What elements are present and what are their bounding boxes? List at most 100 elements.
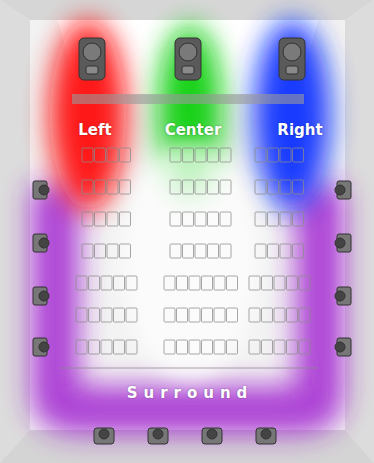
rear-speaker xyxy=(256,428,276,444)
surround-label: Surround xyxy=(127,384,254,402)
seat xyxy=(126,276,137,290)
seat xyxy=(189,276,200,290)
seat xyxy=(101,308,112,322)
seat xyxy=(95,244,106,258)
rear-speaker xyxy=(202,428,222,444)
seat xyxy=(274,308,285,322)
side-speaker xyxy=(335,287,351,305)
seat xyxy=(170,148,181,162)
seat xyxy=(95,212,106,226)
seat xyxy=(255,212,266,226)
seat xyxy=(293,212,304,226)
seat xyxy=(255,180,266,194)
seat xyxy=(76,276,87,290)
seat xyxy=(227,276,238,290)
seat xyxy=(170,180,181,194)
seat xyxy=(274,340,285,354)
seat xyxy=(220,148,231,162)
seat xyxy=(89,308,100,322)
seat xyxy=(262,276,273,290)
seat xyxy=(195,180,206,194)
seat xyxy=(177,308,188,322)
seat xyxy=(82,212,93,226)
seat xyxy=(268,148,279,162)
seat xyxy=(255,244,266,258)
seat xyxy=(287,308,298,322)
seat xyxy=(120,148,131,162)
seat xyxy=(299,276,310,290)
seat xyxy=(177,340,188,354)
seat xyxy=(202,276,213,290)
seat xyxy=(202,340,213,354)
seat xyxy=(268,212,279,226)
seat xyxy=(164,276,175,290)
seat xyxy=(249,308,260,322)
seat xyxy=(107,212,118,226)
seat xyxy=(208,180,219,194)
seat xyxy=(82,180,93,194)
seat xyxy=(107,180,118,194)
seat xyxy=(114,308,125,322)
seat xyxy=(183,244,194,258)
seat xyxy=(120,212,131,226)
seat xyxy=(126,308,137,322)
seat xyxy=(249,340,260,354)
seat xyxy=(214,276,225,290)
seat xyxy=(164,340,175,354)
seat xyxy=(220,180,231,194)
seat xyxy=(101,340,112,354)
seat xyxy=(268,180,279,194)
seat xyxy=(195,244,206,258)
seat xyxy=(274,276,285,290)
seat xyxy=(208,212,219,226)
seat xyxy=(293,180,304,194)
seat xyxy=(195,148,206,162)
seat xyxy=(202,308,213,322)
seat xyxy=(89,340,100,354)
side-speaker xyxy=(33,338,49,356)
seat xyxy=(89,276,100,290)
seat xyxy=(164,308,175,322)
seat xyxy=(287,276,298,290)
seat xyxy=(120,244,131,258)
seat xyxy=(170,244,181,258)
rear-speaker xyxy=(148,428,168,444)
seat xyxy=(95,148,106,162)
seat xyxy=(287,340,298,354)
seat xyxy=(220,212,231,226)
seat xyxy=(183,148,194,162)
seat xyxy=(293,148,304,162)
seat xyxy=(107,244,118,258)
rear-rail xyxy=(60,368,318,369)
seat xyxy=(208,244,219,258)
side-speaker xyxy=(335,338,351,356)
seat xyxy=(208,148,219,162)
seat xyxy=(82,244,93,258)
seat xyxy=(114,340,125,354)
front-speaker xyxy=(79,38,105,80)
seat xyxy=(227,340,238,354)
side-speaker xyxy=(33,287,49,305)
seat xyxy=(195,212,206,226)
seat xyxy=(82,148,93,162)
seat xyxy=(262,308,273,322)
seat xyxy=(280,244,291,258)
front-speaker xyxy=(175,38,201,80)
seat xyxy=(183,212,194,226)
side-speaker xyxy=(335,234,351,252)
seat xyxy=(227,308,238,322)
seat xyxy=(114,276,125,290)
seat xyxy=(189,308,200,322)
seat xyxy=(183,180,194,194)
side-speaker xyxy=(33,234,49,252)
rear-speaker xyxy=(94,428,114,444)
seat xyxy=(268,244,279,258)
seat xyxy=(220,244,231,258)
seat xyxy=(299,340,310,354)
seat xyxy=(249,276,260,290)
channel-label: Center xyxy=(165,121,222,139)
seat xyxy=(126,340,137,354)
seat xyxy=(280,212,291,226)
front-speaker xyxy=(279,38,305,80)
